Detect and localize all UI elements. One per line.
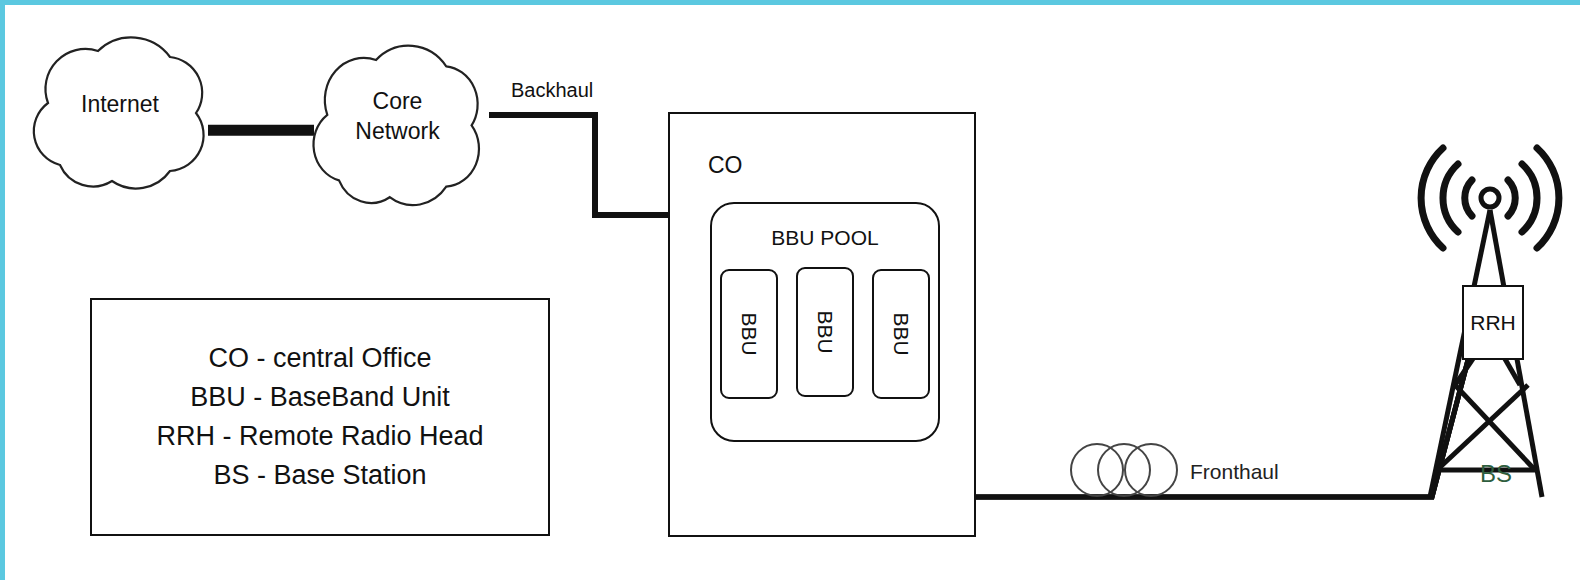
bbu-box: BBU <box>796 267 854 397</box>
connector <box>208 130 314 131</box>
node-label: BBU <box>737 312 761 355</box>
cloud-node: Internet <box>20 15 220 195</box>
abbreviation-box: CO - central OfficeBBU - BaseBand UnitRR… <box>90 298 550 536</box>
link-label: Fronthaul <box>1190 460 1279 484</box>
node-label: BBU POOL <box>771 226 878 250</box>
connector <box>901 360 1468 497</box>
node-label: RRH <box>1470 311 1516 335</box>
station-label: BS <box>1480 460 1512 488</box>
cloud-label: Internet <box>81 90 159 120</box>
node-label: CO - central Office <box>208 343 431 374</box>
cloud-outline <box>300 22 495 212</box>
page-frame <box>0 0 1580 5</box>
bbu-box: BBU <box>720 269 778 399</box>
node-label: BBU <box>889 312 913 355</box>
node-label: CO <box>708 152 743 179</box>
node-label: BS - Base Station <box>213 460 426 491</box>
node-label: BBU - BaseBand Unit <box>190 382 450 413</box>
rrh-box: RRH <box>1462 285 1524 360</box>
bbu-pool-box: BBU POOL BBU BBU BBU <box>710 202 940 442</box>
cloud-label: Core Network <box>338 87 458 147</box>
node-label: RRH - Remote Radio Head <box>156 421 483 452</box>
radio-waves <box>1421 148 1559 248</box>
cloud-node: Core Network <box>300 22 495 212</box>
bbu-box: BBU <box>872 269 930 399</box>
node-label: BBU <box>813 310 837 353</box>
edge-label: Backhaul <box>509 79 595 102</box>
page-frame <box>0 0 5 580</box>
antenna <box>1481 189 1499 207</box>
tower <box>1430 210 1542 497</box>
central-office-box: CO BBU POOL BBU BBU BBU <box>668 112 976 537</box>
fiber-coil <box>1071 444 1177 496</box>
connector <box>489 115 668 215</box>
